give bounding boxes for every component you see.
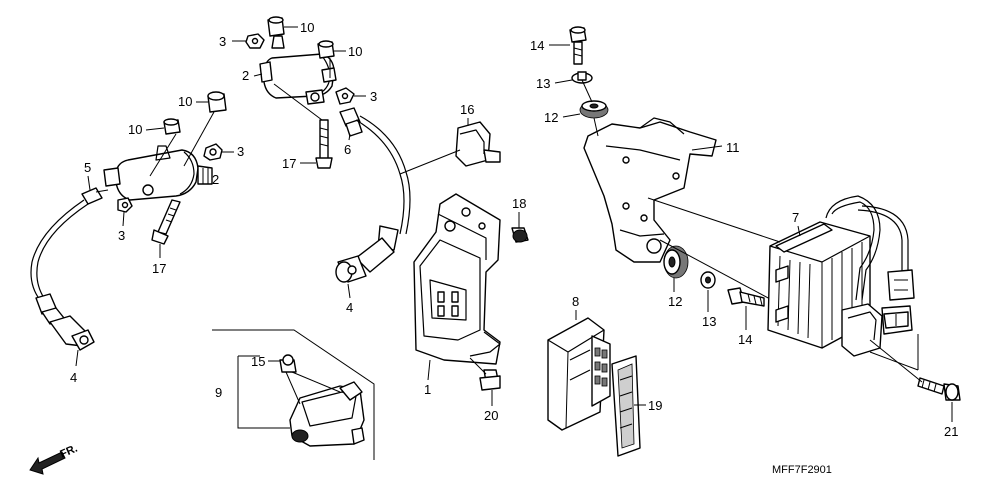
callout-3-right: 3: [237, 144, 244, 159]
ecu-gasket: [611, 355, 641, 457]
ignition-coil-lower: [103, 91, 227, 245]
callout-10-upper-left: 10: [178, 94, 192, 109]
callout-17-upper: 17: [282, 156, 296, 171]
callout-14-top: 14: [530, 38, 544, 53]
mount-hardware-upper: [569, 26, 609, 137]
callout-3-top: 3: [219, 34, 226, 49]
callout-18: 18: [512, 196, 526, 211]
front-direction-arrow: FR.: [29, 443, 79, 475]
leader-lines: [647, 145, 781, 243]
plug-wire-lower: [30, 187, 109, 351]
callout-21: 21: [944, 424, 958, 439]
callout-14-lower: 14: [738, 332, 752, 347]
callout-4-upper: 4: [346, 300, 353, 315]
callout-6: 6: [344, 142, 351, 157]
callout-20: 20: [484, 408, 498, 423]
callout-5: 5: [84, 160, 91, 175]
ignition-coil-upper: [245, 16, 355, 169]
callout-2-lower: 2: [212, 172, 219, 187]
callout-9: 9: [215, 385, 222, 400]
front-direction-label: FR.: [58, 443, 79, 461]
callout-10-top: 10: [300, 20, 314, 35]
callout-4-lower: 4: [70, 370, 77, 385]
callout-labels: 5 4 10 10 3 2 3 17 3 10 10 2 3 17 6 4 16: [70, 20, 958, 439]
mount-hardware-lower: [659, 239, 773, 307]
callout-12-top: 12: [544, 110, 558, 125]
callout-1: 1: [424, 382, 431, 397]
callout-15: 15: [251, 354, 265, 369]
regulator-bracket: [583, 117, 717, 263]
callout-16: 16: [460, 102, 474, 117]
wire-clamp: [399, 121, 501, 175]
ecu-bracket: [413, 193, 529, 391]
callout-10-left: 10: [128, 122, 142, 137]
regulator-rectifier: [767, 195, 961, 401]
callout-3-lower: 3: [118, 228, 125, 243]
callout-12-lower: 12: [668, 294, 682, 309]
callout-2-upper: 2: [242, 68, 249, 83]
callout-13-lower: 13: [702, 314, 716, 329]
callout-3-upper-right: 3: [370, 89, 377, 104]
callout-10-right: 10: [348, 44, 362, 59]
callout-7: 7: [792, 210, 799, 225]
diagram-code: MFF7F2901: [772, 464, 832, 476]
callout-11: 11: [726, 140, 740, 155]
callout-17-lower: 17: [152, 261, 166, 276]
callout-19: 19: [648, 398, 662, 413]
callout-13-top: 13: [536, 76, 550, 91]
ecu-unit: [547, 317, 611, 431]
parts-group-box: [212, 329, 375, 460]
callout-8: 8: [572, 294, 579, 309]
plug-wire-upper: [335, 107, 411, 283]
